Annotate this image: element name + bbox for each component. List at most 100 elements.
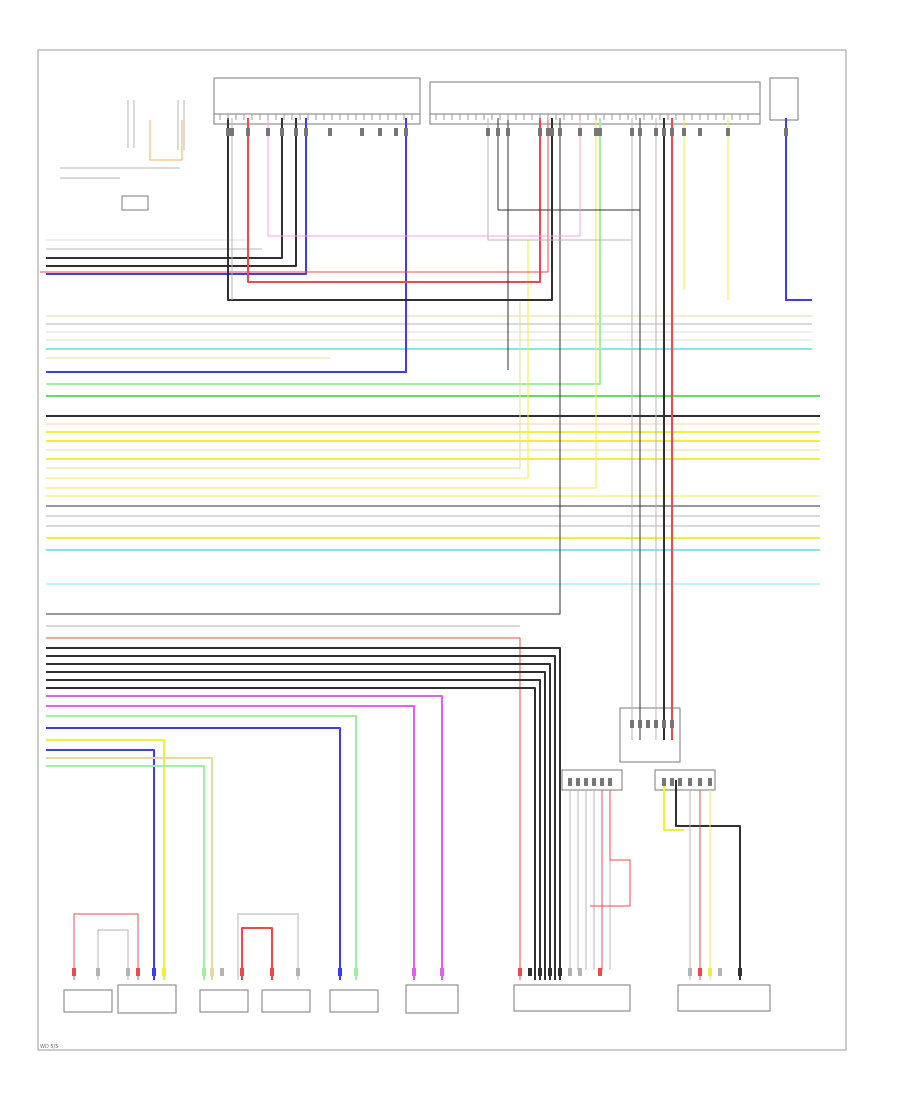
top-module-pin bbox=[682, 128, 686, 136]
top-left-pin-tick bbox=[243, 114, 245, 120]
upper-left-small-module bbox=[121, 195, 149, 211]
bus-wire-blue bbox=[46, 749, 155, 980]
bus-wire-tan bbox=[46, 300, 521, 469]
top-center-pin-tick bbox=[747, 114, 749, 120]
mid-connector-pin bbox=[630, 720, 634, 728]
top-center-pin-tick bbox=[731, 114, 733, 120]
top-module-pin bbox=[598, 128, 602, 136]
top-left-pin-tick bbox=[235, 114, 237, 120]
top-module-pin bbox=[784, 128, 788, 136]
top-center-pin-tick bbox=[435, 114, 437, 120]
top-center-pin-tick bbox=[651, 114, 653, 120]
mid-connector-pin bbox=[654, 720, 658, 728]
top-left-pin-tick bbox=[363, 114, 365, 120]
top-left-pin-tick bbox=[347, 114, 349, 120]
bus-wire-yellow bbox=[46, 118, 597, 489]
top-module-pin bbox=[538, 128, 542, 136]
mid-connector-pin bbox=[662, 778, 666, 786]
top-module-pin bbox=[378, 128, 382, 136]
connector-pin bbox=[518, 968, 522, 976]
top-center-pin-tick bbox=[603, 114, 605, 120]
top-module-pin bbox=[506, 128, 510, 136]
wires-group bbox=[40, 118, 820, 980]
mid-connector-pin bbox=[568, 778, 572, 786]
top-center-module bbox=[429, 81, 761, 125]
module-wire-black bbox=[497, 118, 640, 211]
connector-pin bbox=[698, 968, 702, 976]
connector-pin bbox=[220, 968, 224, 976]
top-center-pin-tick bbox=[483, 114, 485, 120]
top-left-pin-tick bbox=[307, 114, 309, 120]
top-left-pin-tick bbox=[387, 114, 389, 120]
top-module-pin bbox=[294, 128, 298, 136]
top-module-pin bbox=[230, 128, 234, 136]
bus-wire-black bbox=[46, 663, 551, 980]
top-module-pin bbox=[486, 128, 490, 136]
bus-wire-lightgreen bbox=[46, 715, 357, 980]
top-center-pin-tick bbox=[707, 114, 709, 120]
top-center-pin-tick bbox=[667, 114, 669, 120]
mid-connector-pin bbox=[688, 778, 692, 786]
mid-connector-wire-black bbox=[675, 780, 741, 980]
top-module-pin bbox=[328, 128, 332, 136]
top-center-pin-tick bbox=[507, 114, 509, 120]
top-module-pin bbox=[594, 128, 598, 136]
left-wire-stubs bbox=[127, 100, 185, 150]
top-center-pin-tick bbox=[595, 114, 597, 120]
top-center-pin-tick bbox=[587, 114, 589, 120]
top-center-pin-tick bbox=[467, 114, 469, 120]
top-left-pin-tick bbox=[219, 114, 221, 120]
bus-wire-black bbox=[46, 118, 561, 615]
connector-pin bbox=[270, 968, 274, 976]
bottom-connector-boxes bbox=[63, 984, 771, 1014]
top-right-module bbox=[769, 77, 799, 121]
mid-connector-pin bbox=[662, 720, 666, 728]
connector-pin bbox=[126, 968, 130, 976]
bus-wire-black bbox=[46, 679, 541, 980]
top-center-pin-tick bbox=[555, 114, 557, 120]
top-module-pin bbox=[698, 128, 702, 136]
connector-pin bbox=[548, 968, 552, 976]
top-left-pin-tick bbox=[267, 114, 269, 120]
bus-wire-yellow bbox=[46, 240, 529, 479]
connector-pin bbox=[708, 968, 712, 976]
top-left-pin-tick bbox=[339, 114, 341, 120]
connector-pin bbox=[354, 968, 358, 976]
top-module-pin bbox=[246, 128, 250, 136]
top-module-pin bbox=[266, 128, 270, 136]
mid-connector-pin bbox=[638, 720, 642, 728]
module-wire-pink bbox=[267, 118, 581, 237]
mid-connector-wire-yellow bbox=[663, 780, 684, 831]
top-left-pin-tick bbox=[395, 114, 397, 120]
module-wire-blue bbox=[785, 118, 812, 301]
top-center-pin-tick bbox=[715, 114, 717, 120]
connector-pin bbox=[568, 968, 572, 976]
top-center-pin-tick bbox=[571, 114, 573, 120]
top-center-pin-tick bbox=[459, 114, 461, 120]
mid-connector-pin bbox=[600, 778, 604, 786]
module-wire-red bbox=[247, 118, 541, 283]
mid-connector-pin bbox=[576, 778, 580, 786]
top-module-pin bbox=[304, 128, 308, 136]
mid-connector-pin bbox=[584, 778, 588, 786]
top-left-pin-tick bbox=[275, 114, 277, 120]
top-module-pin bbox=[280, 128, 284, 136]
top-left-pin-tick bbox=[379, 114, 381, 120]
module-wire-black bbox=[227, 118, 553, 301]
mid-connector-pin bbox=[646, 720, 650, 728]
top-center-pin-tick bbox=[635, 114, 637, 120]
top-center-pin-tick bbox=[619, 114, 621, 120]
connector-wire-gray bbox=[237, 913, 299, 980]
bus-wire-black bbox=[46, 118, 297, 267]
bus-wire-violet bbox=[46, 695, 443, 980]
connector-pin bbox=[598, 968, 602, 976]
connector-pin bbox=[688, 968, 692, 976]
connector-pin bbox=[440, 968, 444, 976]
top-center-pin-tick bbox=[579, 114, 581, 120]
connector-wire-gray bbox=[97, 929, 129, 980]
top-center-pin-tick bbox=[627, 114, 629, 120]
top-center-pin-tick bbox=[563, 114, 565, 120]
mid-connector-pin bbox=[592, 778, 596, 786]
top-center-pin-tick bbox=[611, 114, 613, 120]
